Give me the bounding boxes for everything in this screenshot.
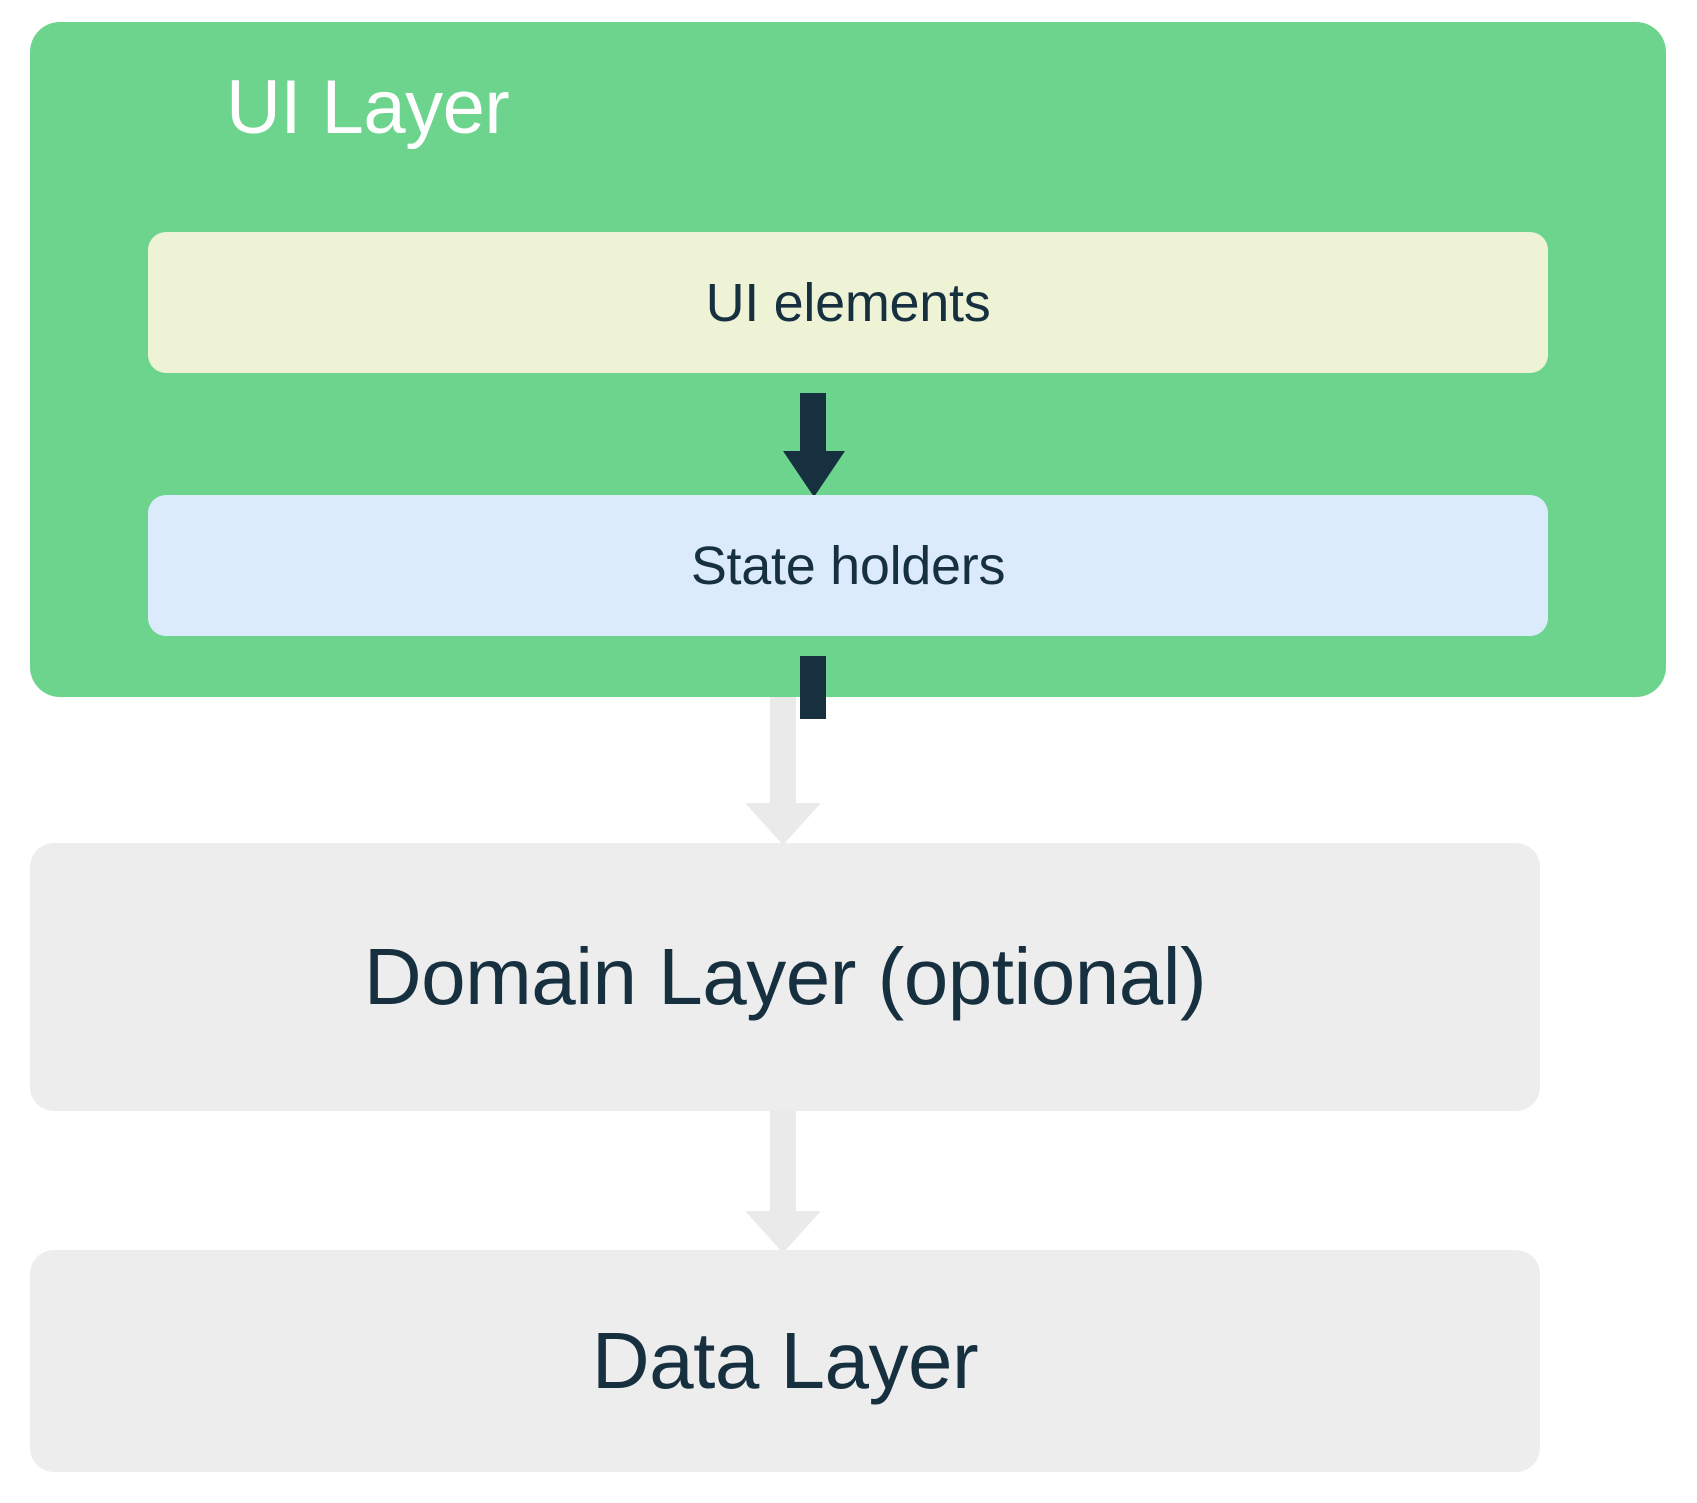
arrow-state-holders-stem-icon — [800, 656, 826, 719]
arrow-ui-elements-to-state-holders-icon — [783, 393, 845, 497]
domain-layer-card: Domain Layer (optional) — [30, 843, 1540, 1111]
state-holders-box: State holders — [148, 495, 1548, 636]
data-layer-card: Data Layer — [30, 1250, 1540, 1472]
ui-elements-label: UI elements — [705, 272, 991, 333]
domain-layer-label: Domain Layer (optional) — [363, 932, 1207, 1021]
data-layer-label: Data Layer — [591, 1316, 979, 1405]
arrow-domain-layer-to-data-layer-icon — [745, 1111, 821, 1253]
ui-layer-title: UI Layer — [226, 65, 510, 150]
ui-layer-container: UI Layer UI elements State holders — [30, 22, 1666, 719]
ui-elements-box: UI elements — [148, 232, 1548, 373]
arrow-state-holders-to-domain-layer-icon — [745, 697, 821, 845]
state-holders-label: State holders — [690, 535, 1006, 596]
